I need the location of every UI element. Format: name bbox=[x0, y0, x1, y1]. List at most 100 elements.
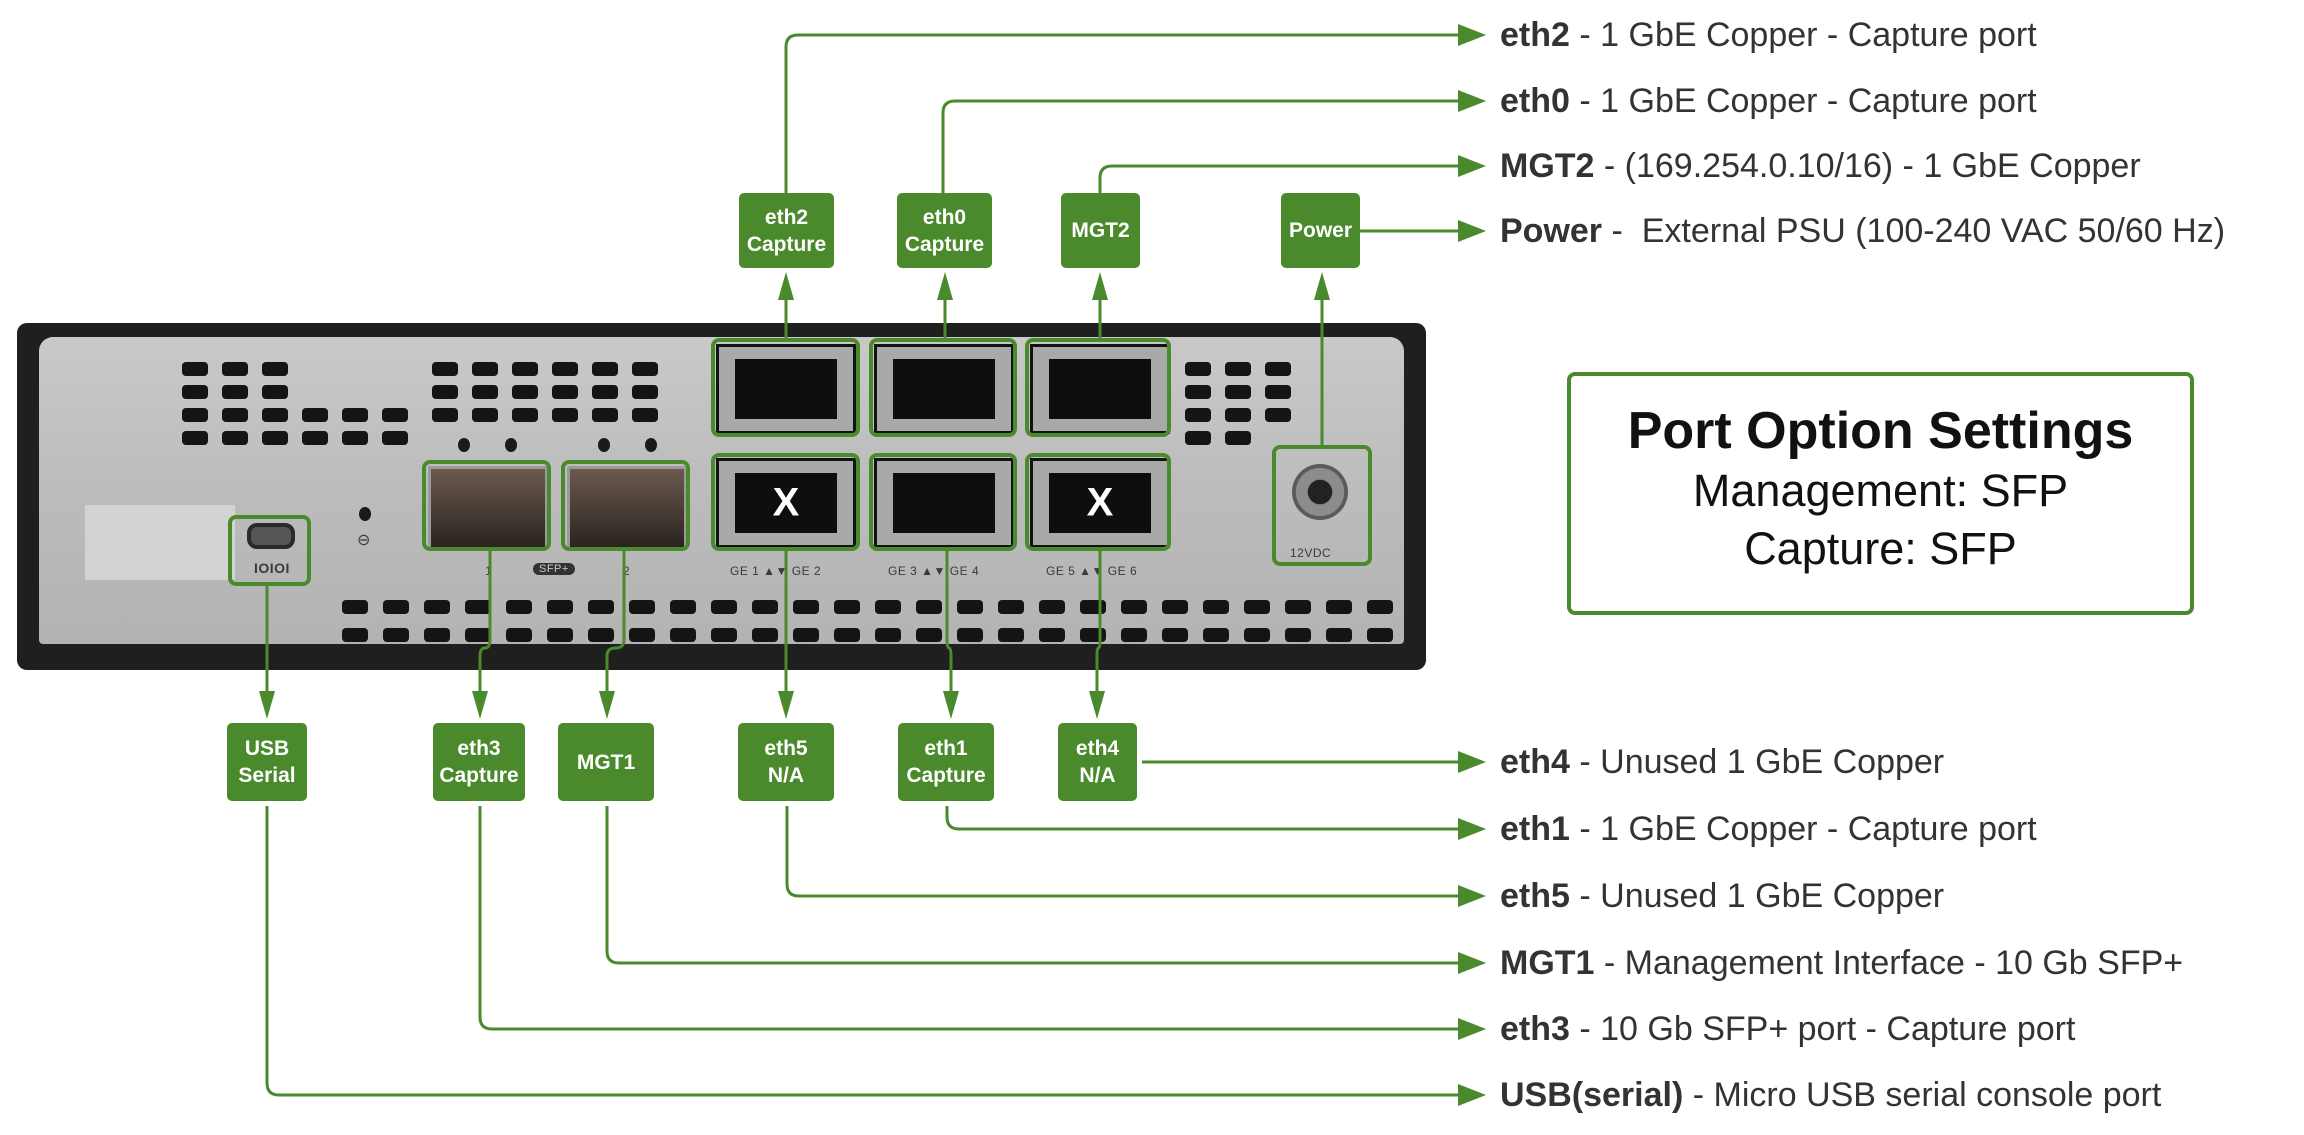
description-text: - (169.254.0.10/16) - 1 GbE Copper bbox=[1594, 147, 2141, 185]
tag-eth5-role: N/A bbox=[767, 764, 805, 787]
vent-slot bbox=[222, 431, 248, 445]
vent-slot bbox=[632, 385, 658, 399]
vent-slot bbox=[552, 362, 578, 376]
vent-slot bbox=[506, 628, 532, 642]
vent-slot bbox=[629, 600, 655, 614]
vent-slot bbox=[670, 600, 696, 614]
arrow-power-icon bbox=[1458, 220, 1486, 242]
tag-eth0-role: Capture bbox=[904, 232, 985, 256]
vent-slot bbox=[1225, 385, 1251, 399]
vent-slot bbox=[342, 431, 368, 445]
rj45-socket bbox=[893, 473, 995, 533]
vent-slot bbox=[1326, 628, 1352, 642]
description-eth0: eth0 - 1 GbE Copper - Capture port bbox=[1500, 81, 2037, 121]
vent-slot bbox=[472, 385, 498, 399]
vent-slot bbox=[342, 408, 368, 422]
vent-slot bbox=[1203, 628, 1229, 642]
vent-slot bbox=[262, 385, 288, 399]
arrow-down-eth3-icon bbox=[472, 691, 488, 719]
vent-slot bbox=[262, 431, 288, 445]
vent-slot bbox=[512, 385, 538, 399]
vent-slot bbox=[670, 628, 696, 642]
tag-eth5: eth5 N/A bbox=[738, 723, 834, 801]
tag-eth2: eth2 Capture bbox=[739, 193, 834, 268]
tag-eth1: eth1 Capture bbox=[898, 723, 994, 801]
vent-slot bbox=[424, 628, 450, 642]
status-led bbox=[598, 438, 610, 452]
wire-eth0 bbox=[941, 99, 1462, 193]
rj45-socket bbox=[1049, 359, 1151, 419]
vent-slot bbox=[711, 628, 737, 642]
description-port-name: Power bbox=[1500, 212, 1603, 250]
rj45-socket bbox=[893, 359, 995, 419]
description-port-name: MGT1 bbox=[1500, 944, 1595, 982]
sfp-label: SFP+ bbox=[533, 563, 575, 575]
tag-mgt1: MGT1 bbox=[558, 723, 654, 801]
description-port-name: eth3 bbox=[1500, 1010, 1570, 1048]
vent-slot bbox=[1326, 600, 1352, 614]
description-mgt2: MGT2 - (169.254.0.10/16) - 1 GbE Copper bbox=[1500, 146, 2141, 186]
wire-eth5 bbox=[785, 806, 1462, 898]
rj45-port-eth2 bbox=[716, 344, 856, 434]
unused-x-marker: X bbox=[1086, 480, 1114, 525]
vent-slot bbox=[1080, 628, 1106, 642]
vent-slot bbox=[512, 408, 538, 422]
vent-slot bbox=[383, 628, 409, 642]
highlight-eth0 bbox=[869, 338, 1017, 437]
vent-slot bbox=[182, 385, 208, 399]
tag-usb-name: USB bbox=[244, 737, 290, 760]
tag-eth1-role: Capture bbox=[906, 764, 986, 787]
vent-slot bbox=[1080, 600, 1106, 614]
tag-eth3-name: eth3 bbox=[457, 737, 501, 760]
reset-icon: ⊖ bbox=[357, 532, 371, 549]
vent-slot bbox=[1265, 408, 1291, 422]
vent-slot bbox=[472, 408, 498, 422]
status-led bbox=[505, 438, 517, 452]
vent-slot bbox=[1367, 628, 1393, 642]
tag-power: Power bbox=[1281, 193, 1360, 268]
highlight-sfp-2 bbox=[561, 460, 690, 551]
vent-slot bbox=[222, 362, 248, 376]
description-eth1: eth1 - 1 GbE Copper - Capture port bbox=[1500, 809, 2037, 849]
vent-slot bbox=[875, 600, 901, 614]
arrow-usb-icon bbox=[1458, 1084, 1486, 1106]
description-eth2: eth2 - 1 GbE Copper - Capture port bbox=[1500, 15, 2037, 55]
settings-management: Management: SFP bbox=[1692, 465, 2069, 516]
description-text: - 1 GbE Copper - Capture port bbox=[1569, 82, 2037, 120]
vent-slot bbox=[383, 600, 409, 614]
highlight-power bbox=[1272, 445, 1372, 566]
rj45-port-eth5: X bbox=[716, 458, 856, 548]
vent-slot bbox=[552, 385, 578, 399]
vent-slot bbox=[424, 600, 450, 614]
highlight-eth1 bbox=[869, 453, 1017, 551]
tag-eth4: eth4 N/A bbox=[1058, 723, 1137, 801]
description-text: - Unused 1 GbE Copper bbox=[1569, 877, 1945, 915]
vent-slot bbox=[1203, 600, 1229, 614]
arrow-down-eth5-icon bbox=[778, 691, 794, 719]
vent-slot bbox=[1285, 628, 1311, 642]
arrow-mgt1-icon bbox=[1458, 952, 1486, 974]
vent-slot bbox=[875, 628, 901, 642]
description-text: - Management Interface - 10 Gb SFP+ bbox=[1594, 944, 2184, 982]
tag-eth3: eth3 Capture bbox=[433, 723, 525, 801]
rj45-socket bbox=[1049, 473, 1151, 533]
arrow-eth0-icon bbox=[1458, 90, 1486, 112]
tag-eth0: eth0 Capture bbox=[897, 193, 992, 268]
vent-slot bbox=[916, 600, 942, 614]
sfp-port-number-2: 2 bbox=[623, 564, 631, 578]
wire-mgt1 bbox=[605, 806, 1462, 965]
arrow-down-usb-icon bbox=[259, 691, 275, 719]
wire-eth2 bbox=[784, 33, 1462, 193]
description-eth5: eth5 - Unused 1 GbE Copper bbox=[1500, 876, 1944, 916]
description-port-name: eth2 bbox=[1500, 16, 1570, 54]
highlight-usb bbox=[228, 515, 311, 586]
description-text: - External PSU (100-240 VAC 50/60 Hz) bbox=[1602, 212, 2226, 250]
vent-slot bbox=[1121, 600, 1147, 614]
vent-slot bbox=[262, 408, 288, 422]
description-port-name: eth1 bbox=[1500, 810, 1570, 848]
power-jack-label: 12VDC bbox=[1290, 546, 1332, 560]
vent-slot bbox=[1121, 628, 1147, 642]
arrow-up-power-icon bbox=[1314, 272, 1330, 300]
tag-eth4-name: eth4 bbox=[1075, 737, 1120, 760]
